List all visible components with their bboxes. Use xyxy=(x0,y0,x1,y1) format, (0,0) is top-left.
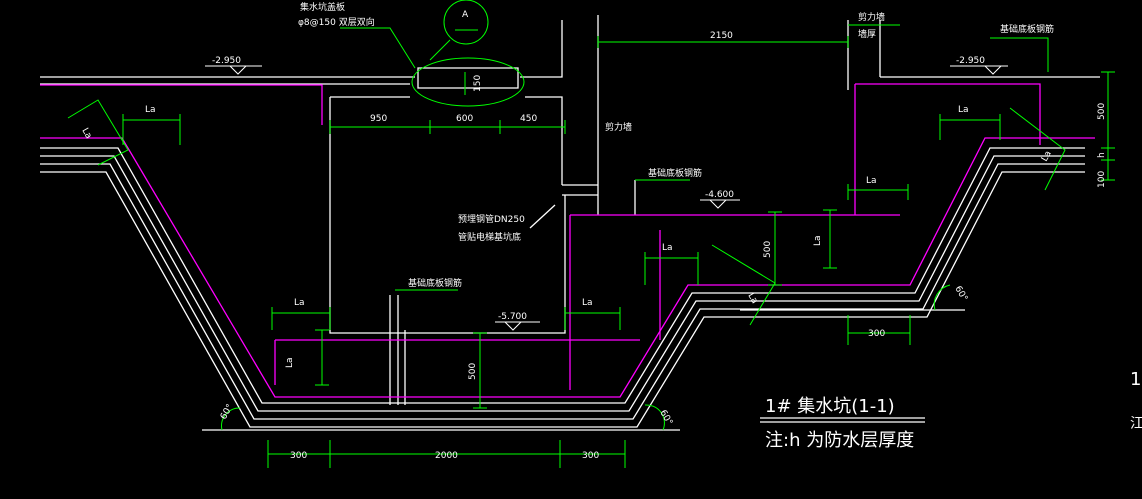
angle-arc-mid xyxy=(644,404,665,431)
label-shear-wall-mid: 剪力墙 xyxy=(605,121,632,133)
elev-marker-mid xyxy=(700,199,740,209)
dim-la-2 xyxy=(67,99,129,166)
elev-pit-bottom: -5.700 xyxy=(498,312,527,322)
la-3: La xyxy=(958,105,969,115)
detail-callout-label: A xyxy=(462,10,469,20)
label-slab-rebar-right: 基础底板钢筋 xyxy=(1000,23,1054,35)
rebar-lines xyxy=(40,83,1095,398)
detail-callout-circle xyxy=(443,0,489,45)
la-5: La xyxy=(866,176,877,186)
dim-text-150: 150 xyxy=(473,75,483,92)
dim-la-3 xyxy=(939,114,1001,140)
dim-la-5 xyxy=(847,184,909,200)
label-shear-wall-top: 剪力墙 xyxy=(858,11,885,23)
label-pipe-2: 管贴电梯基坑底 xyxy=(458,231,521,243)
structure-outline xyxy=(40,15,1100,431)
rebar-upper xyxy=(40,84,323,125)
dim-pit-500 xyxy=(473,332,487,409)
dim-text-450: 450 xyxy=(520,114,537,124)
dim-la-7 xyxy=(644,252,699,285)
la-10: La xyxy=(582,298,593,308)
pit-wall-layer-2 xyxy=(40,155,1085,412)
rebar-left-slope xyxy=(40,137,1095,398)
edge-frag-1: 1 xyxy=(1130,369,1141,390)
dim-la-10 xyxy=(564,307,621,330)
elev-right-top: -2.950 xyxy=(956,56,985,66)
label-slab-rebar-bottom: 基础底板钢筋 xyxy=(408,277,462,289)
edge-frag-2: 江 xyxy=(1130,416,1142,432)
dim-text-right-100: 100 xyxy=(1097,171,1107,188)
drawing-note: 注:h 为防水层厚度 xyxy=(765,430,914,451)
pit-wall-layer-4 xyxy=(40,171,1085,428)
dim-la-1 xyxy=(122,114,181,145)
ground-line-right xyxy=(847,20,1100,90)
elev-left-top: -2.950 xyxy=(212,56,241,66)
dim-text-2000: 2000 xyxy=(435,451,458,461)
cover-slab xyxy=(417,67,519,89)
pit-inner-box xyxy=(329,96,566,334)
dim-bottom xyxy=(267,440,626,468)
dim-text-600: 600 xyxy=(456,114,473,124)
dim-text-950: 950 xyxy=(370,114,387,124)
rebar-right-top xyxy=(854,83,1041,215)
cover-note-1: 集水坑盖板 xyxy=(300,1,345,13)
la-2: La xyxy=(79,127,93,141)
drawing-title: 1# 集水坑(1-1) xyxy=(765,396,895,417)
rebar-pit-bottom xyxy=(274,339,640,385)
dim-text-300-left: 300 xyxy=(290,451,307,461)
label-slab-rebar-mid: 基础底板钢筋 xyxy=(648,167,702,179)
dim-text-pit-500: 500 xyxy=(468,363,478,380)
la-7: La xyxy=(662,243,673,253)
dim-mid-500 xyxy=(768,211,782,286)
leader-cover-note xyxy=(340,27,416,69)
pipe-lines xyxy=(562,15,599,215)
elev-marker-left xyxy=(205,65,262,75)
bottom-rebar-white xyxy=(389,295,406,405)
la-4: La xyxy=(1040,149,1054,163)
rebar-mid-slab xyxy=(569,214,900,390)
dim-text-300-right: 300 xyxy=(582,451,599,461)
angle-right: 60° xyxy=(952,285,969,304)
angle-arc-left xyxy=(221,407,241,431)
la-1: La xyxy=(145,105,156,115)
pit-wall-layer-3 xyxy=(40,163,1085,420)
la-9: La xyxy=(294,298,305,308)
pit-wall-layer-1 xyxy=(40,147,1085,404)
cover-note-2: φ8@150 双层双向 xyxy=(298,16,375,28)
leader-slab-right xyxy=(990,37,1049,72)
dim-step-300 xyxy=(847,315,911,345)
elev-mid-step: -4.600 xyxy=(705,190,734,200)
elev-marker-right xyxy=(950,65,1008,75)
dim-2150 xyxy=(597,36,849,48)
dim-950-600-450 xyxy=(329,120,566,134)
angle-mid: 60° xyxy=(657,409,674,428)
dim-text-2150: 2150 xyxy=(710,31,733,41)
angle-left: 60° xyxy=(219,403,236,422)
dim-text-mid-500: 500 xyxy=(763,241,773,258)
cover-callout-ellipse xyxy=(411,57,525,107)
dim-right-vertical xyxy=(1101,71,1115,181)
dim-la-4 xyxy=(1009,107,1066,191)
dim-text-right-h: h xyxy=(1097,152,1107,158)
dim-text-right-500: 500 xyxy=(1097,103,1107,120)
angle-arc-right xyxy=(933,284,951,311)
title-underline xyxy=(760,417,925,423)
la-6: La xyxy=(813,235,823,246)
dim-text-step-300: 300 xyxy=(868,329,885,339)
detail-callout-line xyxy=(429,29,478,61)
dim-la-11 xyxy=(315,329,329,386)
ground-line-left xyxy=(40,20,563,78)
dim-la-9 xyxy=(271,307,331,330)
elevation-markers xyxy=(205,65,1008,331)
leader-pipe xyxy=(529,204,556,229)
label-wall-thickness: 墙厚 xyxy=(858,28,876,40)
dim-la-6 xyxy=(823,209,837,269)
elev-marker-pit xyxy=(495,321,540,331)
la-11: La xyxy=(285,357,295,368)
la-8: La xyxy=(745,292,759,306)
dimension-lines xyxy=(67,0,1115,468)
label-pipe-1: 预埋钢管DN250 xyxy=(458,213,525,225)
